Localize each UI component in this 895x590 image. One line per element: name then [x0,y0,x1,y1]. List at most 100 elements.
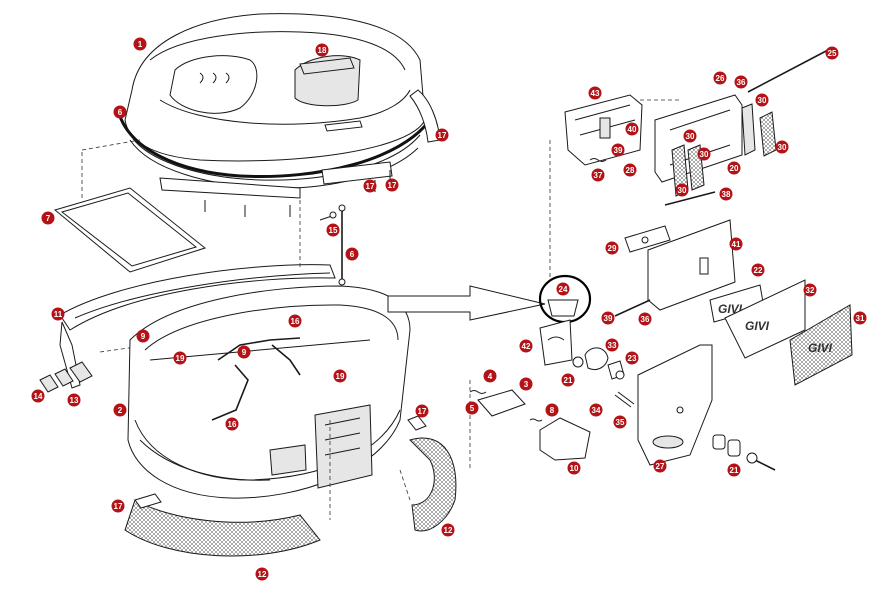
lid-reflector-center [321,161,393,185]
callout-c25: 25 [825,46,839,60]
callout-circle [727,463,741,477]
callout-label: 28 [626,166,635,175]
callout-label: 11 [54,310,63,319]
pin-39 [614,299,651,317]
callout-c40: 40 [625,122,639,136]
callout-label: 29 [608,244,617,253]
callout-label: 3 [524,380,529,389]
callout-c35: 35 [613,415,627,429]
hinge-29 [624,225,671,253]
callout-circle [67,393,81,407]
reflector-31-text: GIVI [808,341,833,355]
callout-c37: 37 [591,168,605,182]
callout-circle [638,312,652,326]
lid-reflector-left [159,177,301,199]
callout-c13: 13 [67,393,81,407]
callout-circle [755,93,769,107]
screw-15 [319,211,337,221]
callout-c39b: 39 [601,311,615,325]
callout-circle [435,128,449,142]
callout-circle [853,311,867,325]
callout-circle [333,369,347,383]
callout-circle [683,129,697,143]
callout-circle [719,187,733,201]
callout-c38: 38 [719,187,733,201]
callout-circle [288,314,302,328]
lid-stay-cable [338,204,346,286]
pin-38 [664,191,716,206]
callout-label: 12 [258,570,267,579]
callout-label: 41 [732,240,741,249]
callout-circle [237,345,251,359]
callout-label: 1 [138,40,143,49]
lock-parts [572,347,635,408]
callout-circle [326,223,340,237]
callout-c3: 3 [519,377,533,391]
callout-c17d: 17 [111,499,125,513]
logo-plate-32: GIVI [724,279,806,359]
callout-c27: 27 [653,459,667,473]
callout-label: 36 [641,315,650,324]
base-reflector-right [409,437,457,532]
callout-circle [727,161,741,175]
callout-circle [623,163,637,177]
callout-c12a: 12 [441,523,455,537]
callout-label: 14 [34,392,43,401]
callout-label: 2 [118,406,123,415]
small-strip-2 [134,493,162,509]
callout-c1: 1 [133,37,147,51]
callout-circle [589,403,603,417]
callout-c7: 7 [41,211,55,225]
case-base [127,285,411,499]
callout-label: 30 [700,150,709,159]
callout-c23: 23 [625,351,639,365]
callout-c39a: 39 [611,143,625,157]
callout-c30e: 30 [675,183,689,197]
callout-circle [734,75,748,89]
callout-label: 22 [754,266,763,275]
callout-circle [315,43,329,57]
callout-label: 16 [228,420,237,429]
callout-label: 6 [350,250,355,259]
callout-c11: 11 [51,307,65,321]
callout-label: 43 [591,89,600,98]
callout-c19b: 19 [333,369,347,383]
callout-circle [483,369,497,383]
catch-3 [469,389,526,417]
callout-c2: 2 [113,403,127,417]
callout-label: 18 [318,46,327,55]
callout-label: 39 [604,314,613,323]
rod-25 [747,49,829,93]
callout-c9b: 9 [237,345,251,359]
callout-c5: 5 [465,401,479,415]
callout-circle [653,459,667,473]
callout-label: 16 [291,317,300,326]
callout-c30a: 30 [755,93,769,107]
callout-label: 17 [418,407,427,416]
callout-label: 30 [758,96,767,105]
callout-circle [713,71,727,85]
callout-c22: 22 [751,263,765,277]
small-strip [407,415,427,431]
callout-circle [625,351,639,365]
callout-circle [697,147,711,161]
logo-plate-32-text: GIVI [745,319,770,333]
callout-label: 40 [628,125,637,134]
callout-label: 39 [614,146,623,155]
callout-circle [173,351,187,365]
lid [116,13,432,189]
callout-c14: 14 [31,389,45,403]
callout-circle [567,461,581,475]
callout-label: 17 [366,182,375,191]
callout-circle [111,499,125,513]
button-8 [529,417,591,461]
callout-c30b: 30 [683,129,697,143]
callout-circle [613,415,627,429]
callout-circle [775,140,789,154]
callout-circle [465,401,479,415]
callout-label: 42 [522,342,531,351]
callout-c42: 42 [519,339,533,353]
callout-circle [519,339,533,353]
callout-circle [441,523,455,537]
lock-cylinder-21 [712,434,776,471]
